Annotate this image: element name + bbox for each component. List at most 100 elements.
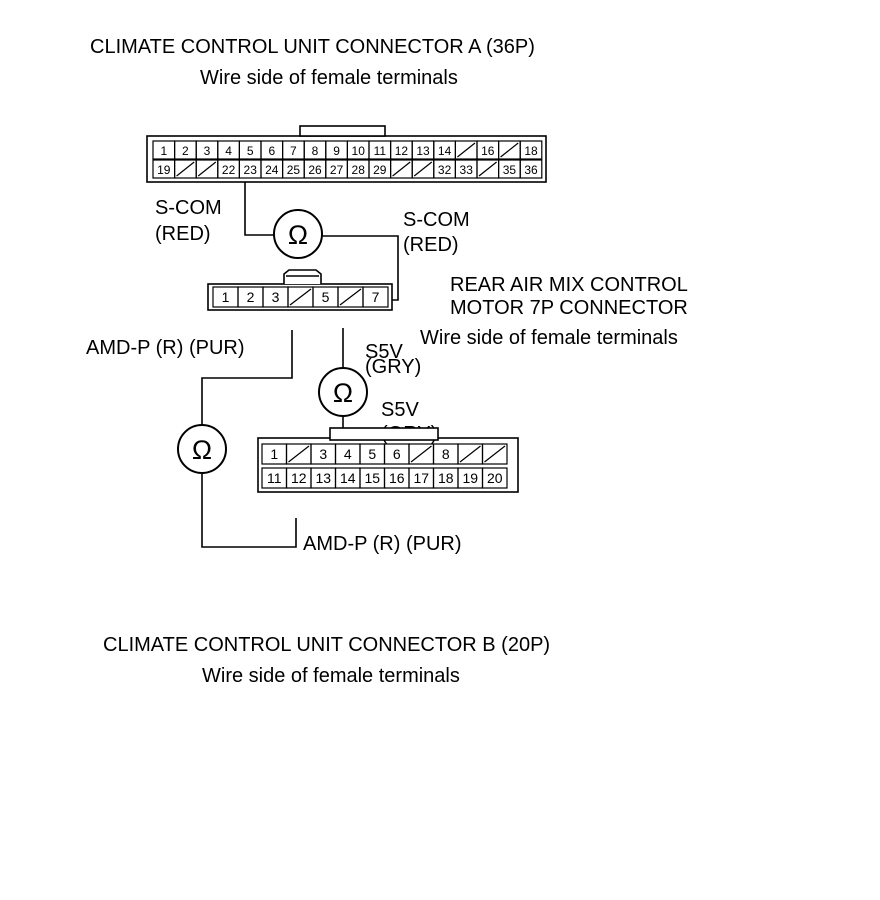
terminal-number: 1 <box>222 289 230 305</box>
terminal-number: 25 <box>287 163 301 177</box>
s5v-label-motor-line2: (GRY) <box>365 356 421 378</box>
amdp-wire-bottom <box>201 473 297 548</box>
terminal-number: 2 <box>247 289 255 305</box>
terminal-number: 23 <box>244 163 258 177</box>
terminal-number: 15 <box>364 470 380 486</box>
terminal-number: 10 <box>352 144 366 158</box>
blank-terminal-slash <box>413 161 433 177</box>
terminal-number: 12 <box>291 470 307 486</box>
connector-b-row1-cell <box>481 443 508 465</box>
connector-b-lock-tab <box>329 427 439 441</box>
terminal-number: 1 <box>160 144 167 158</box>
terminal-number: 18 <box>524 144 538 158</box>
ohm-symbol: Ω <box>333 378 353 408</box>
terminal-number: 36 <box>524 163 538 177</box>
connector-a-subtitle: Wire side of female terminals <box>200 67 458 89</box>
terminal-number: 6 <box>393 446 401 462</box>
terminal-number: 19 <box>157 163 171 177</box>
terminal-number: 7 <box>372 289 380 305</box>
terminal-number: 9 <box>333 144 340 158</box>
motor-connector-lock <box>283 269 322 284</box>
blank-terminal-slash <box>410 445 432 463</box>
motor-connector-subtitle: Wire side of female terminals <box>420 327 678 349</box>
terminal-number: 32 <box>438 163 452 177</box>
blank-terminal-slash <box>459 445 481 463</box>
terminal-number: 16 <box>481 144 495 158</box>
connector-b-subtitle: Wire side of female terminals <box>202 665 460 687</box>
motor-connector-title-line1: REAR AIR MIX CONTROL <box>450 274 688 296</box>
amdp-label-top: AMD-P (R) (PUR) <box>86 337 245 359</box>
terminal-number: 20 <box>487 470 503 486</box>
motor-connector-cell <box>362 286 389 308</box>
terminal-number: 5 <box>322 289 330 305</box>
terminal-number: 18 <box>438 470 454 486</box>
amdp-wire-top <box>201 330 293 424</box>
terminal-number: 22 <box>222 163 236 177</box>
motor-connector-title-line2: MOTOR 7P CONNECTOR <box>450 297 688 319</box>
terminal-number: 3 <box>319 446 327 462</box>
terminal-number: 16 <box>389 470 405 486</box>
connector-a-row2-cell <box>519 159 543 179</box>
blank-terminal-slash <box>500 142 519 158</box>
ohmmeter-scom: Ω <box>273 209 323 259</box>
connector-b-row2-cell <box>481 467 508 489</box>
s5v-label-b-line1: S5V <box>381 399 419 421</box>
terminal-number: 26 <box>308 163 322 177</box>
blank-terminal-slash <box>392 161 411 177</box>
blank-terminal-slash <box>478 161 497 177</box>
terminal-number: 14 <box>340 470 356 486</box>
terminal-number: 2 <box>182 144 189 158</box>
terminal-number: 27 <box>330 163 344 177</box>
scom-label-motor-line2: (RED) <box>403 234 459 256</box>
ohmmeter-amdp: Ω <box>177 424 227 474</box>
terminal-number: 33 <box>460 163 474 177</box>
scom-label-a-line1: S-COM <box>155 197 222 219</box>
terminal-number: 13 <box>315 470 331 486</box>
terminal-number: 14 <box>438 144 452 158</box>
blank-terminal-slash <box>457 142 476 158</box>
connector-b-title: CLIMATE CONTROL UNIT CONNECTOR B (20P) <box>103 634 550 656</box>
terminal-number: 3 <box>204 144 211 158</box>
terminal-number: 7 <box>290 144 297 158</box>
ohm-symbol: Ω <box>288 220 308 250</box>
terminal-number: 3 <box>272 289 280 305</box>
blank-terminal-slash <box>289 288 312 306</box>
scom-wire-a <box>244 182 274 236</box>
blank-terminal-slash <box>288 445 310 463</box>
terminal-number: 35 <box>503 163 517 177</box>
ohmmeter-s5v: Ω <box>318 367 368 417</box>
terminal-number: 5 <box>368 446 376 462</box>
terminal-number: 4 <box>225 144 232 158</box>
connector-a-row1-cell <box>519 140 543 160</box>
connector-a-lock-tab <box>299 125 386 137</box>
terminal-number: 1 <box>270 446 278 462</box>
s5v-label-motor-line1: S5V <box>365 341 403 363</box>
terminal-number: 6 <box>268 144 275 158</box>
terminal-number: 11 <box>374 144 387 158</box>
ohm-symbol: Ω <box>192 435 212 465</box>
terminal-number: 4 <box>344 446 352 462</box>
blank-terminal-slash <box>339 288 362 306</box>
scom-label-motor-line1: S-COM <box>403 209 470 231</box>
terminal-number: 11 <box>267 470 282 486</box>
amdp-label-bottom: AMD-P (R) (PUR) <box>303 533 462 555</box>
terminal-number: 19 <box>462 470 478 486</box>
scom-wire-motor <box>322 235 399 301</box>
terminal-number: 28 <box>352 163 366 177</box>
blank-terminal-slash <box>197 161 217 177</box>
terminal-number: 8 <box>312 144 319 158</box>
motor-7p-connector: 1 2 3 5 7 <box>207 269 393 311</box>
terminal-number: 24 <box>265 163 279 177</box>
terminal-number: 12 <box>395 144 409 158</box>
blank-terminal-slash <box>484 445 506 463</box>
terminal-number: 5 <box>247 144 254 158</box>
blank-terminal-slash <box>176 161 195 177</box>
scom-label-a-line2: (RED) <box>155 223 211 245</box>
terminal-number: 17 <box>413 470 429 486</box>
terminal-number: 29 <box>373 163 387 177</box>
connector-a-title: CLIMATE CONTROL UNIT CONNECTOR A (36P) <box>90 36 535 58</box>
terminal-number: 8 <box>442 446 450 462</box>
